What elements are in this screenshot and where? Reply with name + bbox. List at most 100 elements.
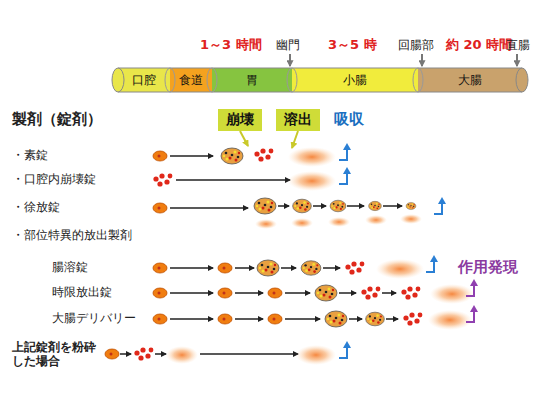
swelling-tablet xyxy=(315,285,337,301)
dissolved-glow xyxy=(291,218,313,228)
node-text: 大腸 xyxy=(458,72,482,89)
row-label: ・口腔内崩壊錠 xyxy=(12,172,96,186)
tablet xyxy=(218,288,232,298)
swelling-tablet xyxy=(221,148,243,164)
dissolved-glow xyxy=(288,171,336,191)
node-text: 崩壊 xyxy=(226,111,254,129)
flow-arrow xyxy=(339,292,356,294)
flow-arrow xyxy=(170,267,213,269)
row-label: ・部位特異的放出製剤 xyxy=(12,228,132,242)
node-text: 胃 xyxy=(246,72,258,89)
stage-pointer xyxy=(292,131,298,148)
row-enteric xyxy=(153,255,438,279)
dissolved-glow xyxy=(430,284,474,304)
row-label: 大腸デリバリー xyxy=(52,311,136,325)
absorption-arrow xyxy=(426,255,438,272)
row-label: 時限放出錠 xyxy=(52,285,112,299)
tract-segment: 口腔 xyxy=(118,68,170,92)
swelling-tablet xyxy=(406,202,416,209)
tablet xyxy=(218,263,232,273)
pointer-arrow xyxy=(516,54,518,66)
dissolved-glow xyxy=(428,310,472,330)
swelling-tablet xyxy=(257,260,279,276)
flow-arrow xyxy=(170,318,213,320)
swelling-tablet xyxy=(293,199,312,213)
dissolved-glow xyxy=(255,219,277,229)
row-label: ・素錠 xyxy=(12,148,48,162)
dissolved-glow xyxy=(376,259,424,279)
row-label: 腸溶錠 xyxy=(52,260,88,274)
flow-arrow xyxy=(382,292,396,294)
absorption-arrow xyxy=(339,167,351,184)
pointer-arrow xyxy=(421,54,423,66)
node-text: 食道 xyxy=(179,72,203,89)
time-label: 3～5 時 xyxy=(328,37,377,53)
swelling-tablet xyxy=(325,311,347,327)
action-arrow xyxy=(466,305,478,322)
section-heading: 製剤（錠剤） xyxy=(12,110,102,128)
tablet xyxy=(153,314,167,324)
absorption-arrow xyxy=(434,197,446,214)
flow-arrow xyxy=(278,205,289,207)
granules xyxy=(345,261,364,274)
flow-arrow xyxy=(170,155,213,157)
node-text: 溶出 xyxy=(284,111,312,129)
time-label: 約 20 時間 xyxy=(446,37,512,53)
stage-label: 吸収 xyxy=(334,110,364,128)
dissolved-glow xyxy=(400,214,422,224)
row-label: 上記錠剤を粉砕 した場合 xyxy=(12,340,102,369)
flow-arrow xyxy=(176,179,290,181)
granules xyxy=(254,148,273,161)
stage-box: 崩壊 xyxy=(218,109,262,131)
tablet xyxy=(153,151,167,161)
stage-label: 作用発現 xyxy=(458,258,518,276)
granules xyxy=(134,347,153,360)
flow-arrow xyxy=(200,353,298,355)
pointer-arrow xyxy=(289,54,291,66)
tablet xyxy=(268,314,282,324)
flow-arrow xyxy=(285,292,310,294)
swelling-tablet xyxy=(366,312,385,326)
tablet xyxy=(268,288,282,298)
flow-arrow xyxy=(170,207,248,209)
flow-arrow xyxy=(170,292,213,294)
tablet xyxy=(153,288,167,298)
stage-box: 溶出 xyxy=(276,109,320,131)
flow-arrow xyxy=(383,205,402,207)
dissolved-glow xyxy=(166,346,198,364)
flow-arrow xyxy=(155,353,166,355)
flow-arrow xyxy=(347,205,364,207)
granules xyxy=(153,173,172,186)
site-label: 幽門 xyxy=(276,38,300,52)
dissolved-glow xyxy=(328,217,350,227)
flow-arrow xyxy=(313,205,326,207)
gi-tube-outline xyxy=(112,68,528,92)
granules xyxy=(401,286,420,299)
tract-segment: 食道 xyxy=(170,68,212,92)
tablet xyxy=(105,349,119,359)
dissolved-glow xyxy=(288,147,336,167)
dissolved-glow xyxy=(365,215,387,225)
flow-arrow xyxy=(120,353,131,355)
row-timed xyxy=(153,279,478,304)
tablet xyxy=(153,203,167,213)
site-label: 回腸部 xyxy=(398,38,434,52)
swelling-tablet xyxy=(301,261,321,275)
flow-arrow xyxy=(323,267,340,269)
flow-arrow xyxy=(235,292,263,294)
flow-arrow xyxy=(235,267,254,269)
stage-pointer xyxy=(240,131,248,146)
absorption-arrow xyxy=(339,143,351,160)
tract-segment: 胃 xyxy=(212,68,292,92)
row-crushed xyxy=(105,341,351,365)
granules xyxy=(361,286,380,299)
time-label: 1～3 時間 xyxy=(200,37,262,53)
node-text: 口腔 xyxy=(132,72,156,89)
row-odt xyxy=(153,167,351,191)
flow-arrow xyxy=(349,318,362,320)
row-plain-tablet xyxy=(153,143,351,167)
absorption-arrow xyxy=(339,341,351,358)
site-label: 直腸 xyxy=(506,38,530,52)
action-arrow xyxy=(466,279,478,296)
